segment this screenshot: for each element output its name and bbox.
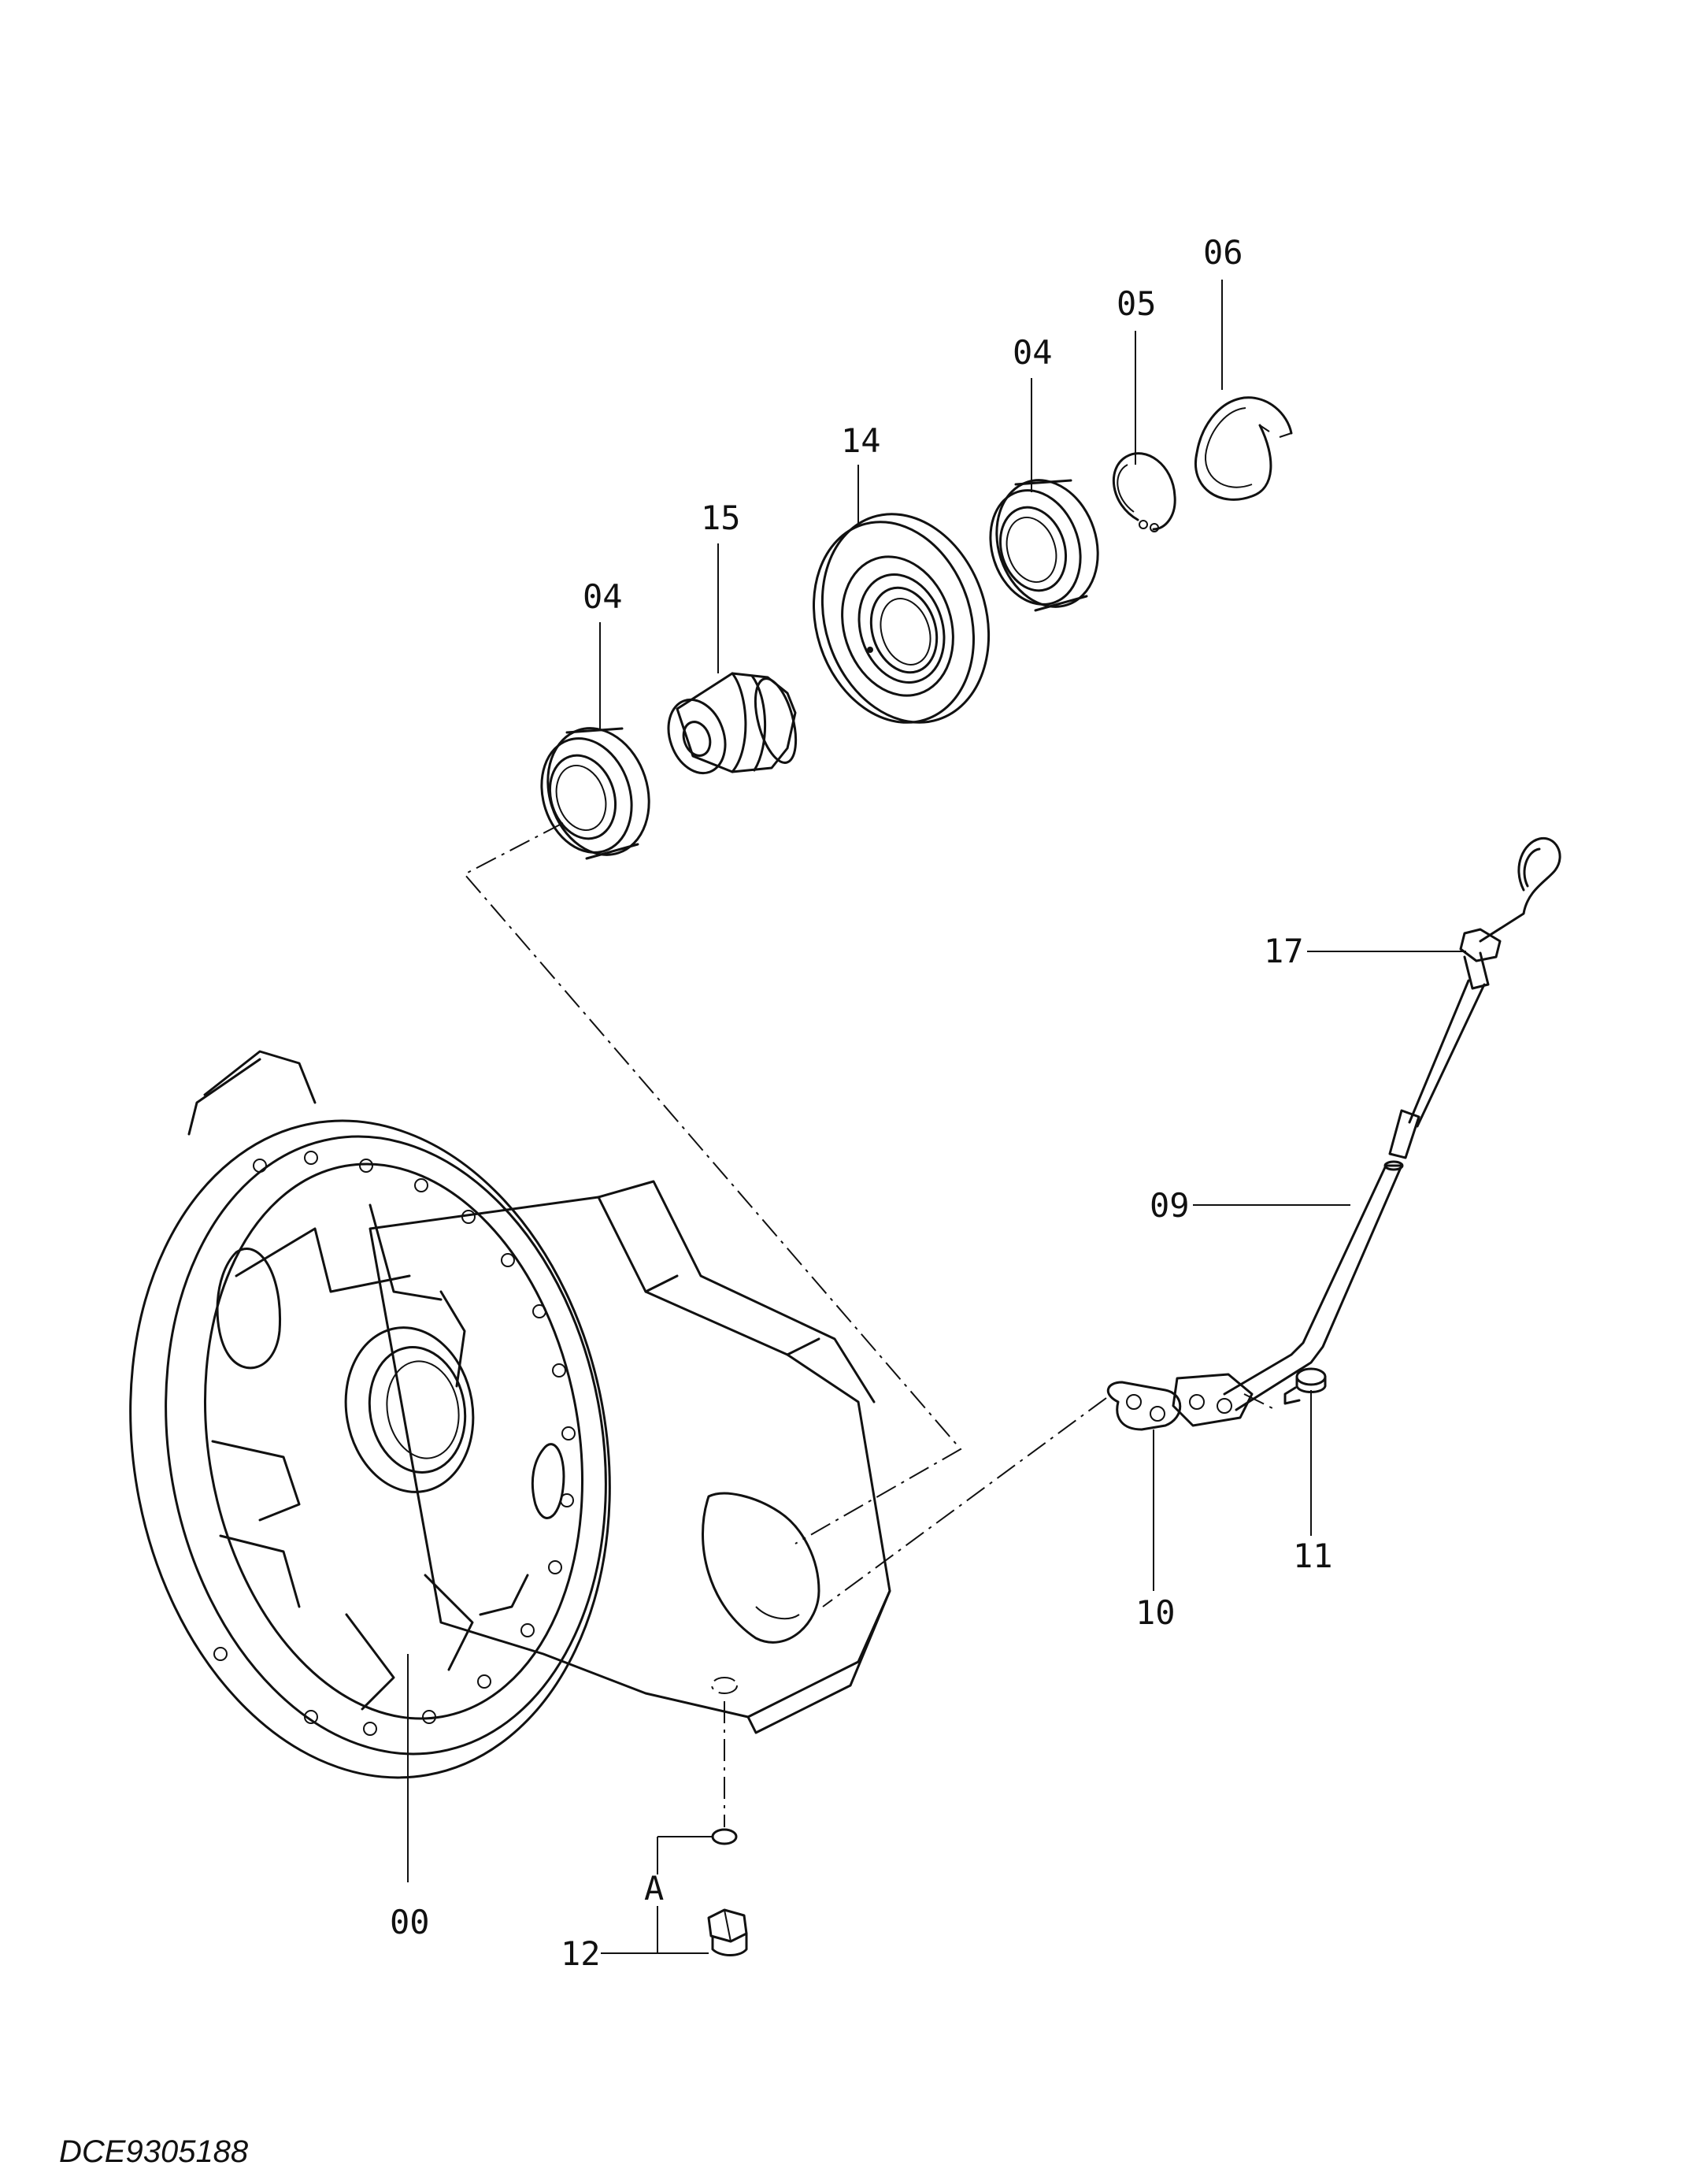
callout-15: 15 xyxy=(701,499,741,537)
bearing-part-04-lower[interactable] xyxy=(528,715,665,868)
callout-A: A xyxy=(644,1869,664,1908)
callout-04-upper: 04 xyxy=(1013,333,1053,372)
carrier-part-14[interactable] xyxy=(789,492,1015,744)
callout-04-lower: 04 xyxy=(583,577,623,616)
snap-ring-part-05[interactable] xyxy=(1113,452,1176,532)
callout-06: 06 xyxy=(1203,233,1243,272)
callout-12: 12 xyxy=(561,1934,601,1973)
drain-plug-part-12[interactable] xyxy=(707,1828,748,1956)
snap-ring-part-06[interactable] xyxy=(1194,396,1293,501)
drawing-number: DCE9305188 xyxy=(59,2134,249,2169)
callout-14: 14 xyxy=(841,421,881,460)
callout-11: 11 xyxy=(1293,1537,1333,1575)
callout-17: 17 xyxy=(1264,932,1304,970)
flange-bolt-holes xyxy=(213,1151,576,1736)
housing-part-00[interactable] xyxy=(80,1050,891,1816)
gasket-part-10[interactable] xyxy=(1107,1381,1182,1431)
bearing-part-04-upper[interactable] xyxy=(976,467,1113,620)
callout-09: 09 xyxy=(1150,1186,1190,1225)
assembly-lines xyxy=(463,822,1276,1827)
guide-tube-part-09[interactable] xyxy=(1172,1160,1404,1427)
callout-labels: 00 04 15 14 04 05 06 17 09 10 11 A 12 xyxy=(390,233,1333,1973)
leader-lines xyxy=(407,280,1466,1954)
sleeve-part-15[interactable] xyxy=(659,672,804,781)
dipstick-part-17[interactable] xyxy=(1388,836,1561,1159)
callout-10: 10 xyxy=(1135,1593,1176,1632)
callout-05: 05 xyxy=(1117,284,1157,323)
callout-00: 00 xyxy=(390,1903,430,1941)
